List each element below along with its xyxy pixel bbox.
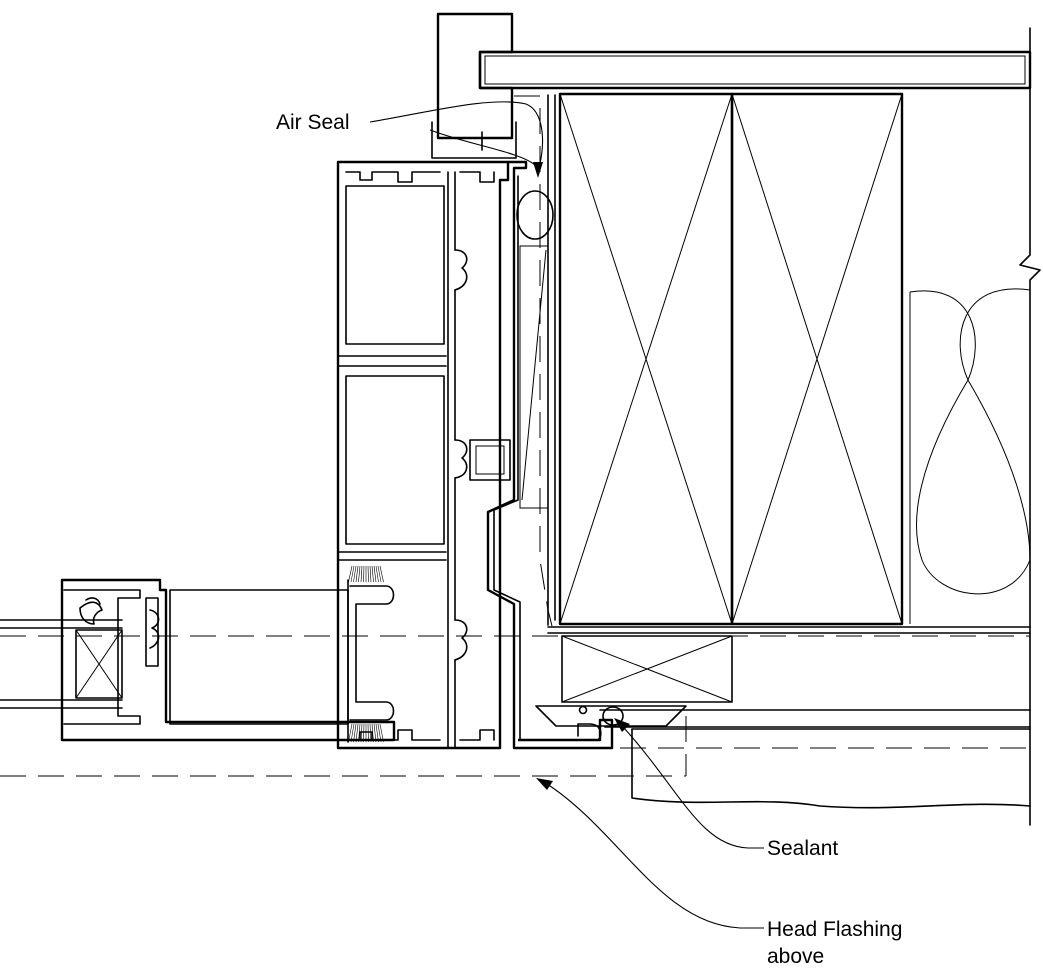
brush-weatherstrip: [348, 565, 384, 743]
wood-stud-right: [730, 92, 904, 626]
wood-blocking: [561, 635, 733, 703]
callout-sealant: Sealant: [614, 718, 838, 860]
sealant-label: Sealant: [767, 837, 838, 860]
vent-sash: [60, 578, 396, 743]
interior-finish: [547, 94, 1031, 809]
air-seal-component: [516, 190, 554, 509]
head-receptor-cap: [431, 12, 517, 159]
callout-head-flashing: Head Flashing above: [536, 778, 902, 968]
callout-air-seal: Air Seal: [276, 101, 544, 178]
receptor-extrusion: [486, 160, 614, 750]
air-seal-label: Air Seal: [276, 111, 350, 134]
head-flashing-label: Head Flashing: [767, 918, 902, 941]
dashed-reference-lines: [0, 95, 1030, 777]
batt-insulation: [909, 288, 1031, 624]
glazing-unit: [0, 619, 123, 709]
wood-stud-left: [558, 92, 734, 626]
frame-extrusion: [336, 160, 511, 750]
head-flashing-label-line2: above: [767, 945, 824, 968]
